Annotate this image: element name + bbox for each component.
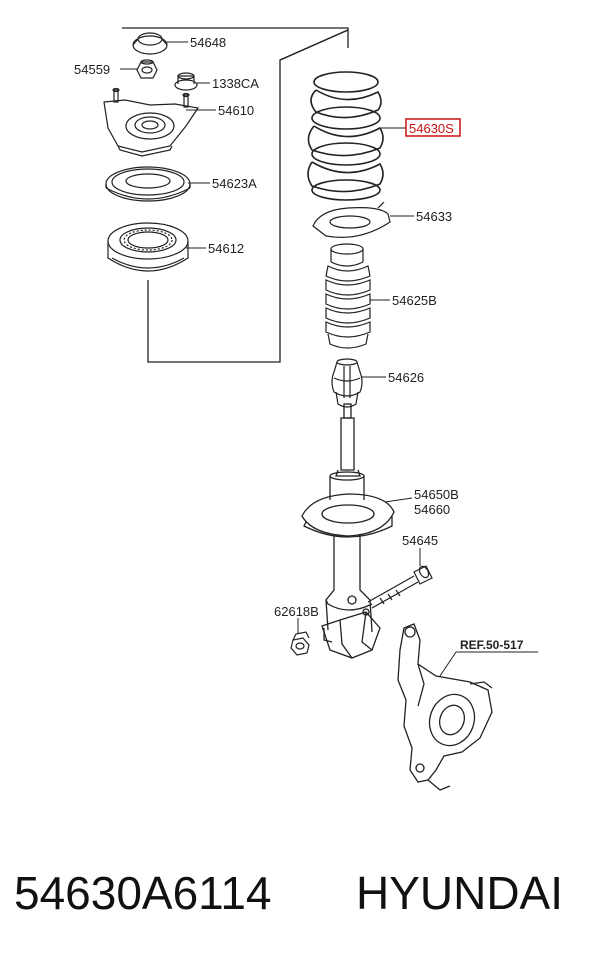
label-54650b: 54650B	[414, 487, 459, 502]
highlight-box	[405, 118, 461, 137]
strut-mount-part	[103, 87, 200, 157]
coil-spring-part	[307, 71, 384, 201]
lower-nut-part	[290, 631, 310, 656]
dust-cap-part	[132, 32, 168, 55]
label-54623a: 54623A	[212, 176, 257, 191]
label-54612: 54612	[208, 241, 244, 256]
nut-part	[136, 59, 158, 79]
leader-ref-tail	[439, 651, 457, 677]
steering-knuckle-part	[397, 623, 493, 791]
part-number: 54630A6114	[14, 867, 272, 919]
spring-seat-part	[312, 201, 391, 238]
frame-top	[279, 29, 349, 61]
dust-boot-part	[325, 243, 371, 349]
label-62618b: 62618B	[274, 604, 319, 619]
caption: 54630A6114 HYUNDAI	[0, 866, 600, 936]
bolt-part	[367, 565, 433, 609]
label-54660: 54660	[414, 502, 450, 517]
bump-stop-part	[331, 358, 363, 408]
label-54630s: 54630S	[409, 121, 454, 136]
label-ref: REF.50-517	[460, 638, 524, 652]
bearing-part	[107, 222, 189, 272]
label-54648: 54648	[190, 35, 226, 50]
spring-pad-part	[105, 166, 191, 202]
label-54625b: 54625B	[392, 293, 437, 308]
leader-54650b	[384, 497, 413, 503]
flange-nut-part	[174, 72, 198, 91]
brand-name: HYUNDAI	[356, 867, 564, 919]
label-54633: 54633	[416, 209, 452, 224]
strut-assembly-part	[301, 403, 395, 659]
label-1338ca: 1338CA	[212, 76, 259, 91]
label-54645: 54645	[402, 533, 438, 548]
label-54559: 54559	[74, 62, 110, 77]
label-54610: 54610	[218, 103, 254, 118]
label-54626: 54626	[388, 370, 424, 385]
